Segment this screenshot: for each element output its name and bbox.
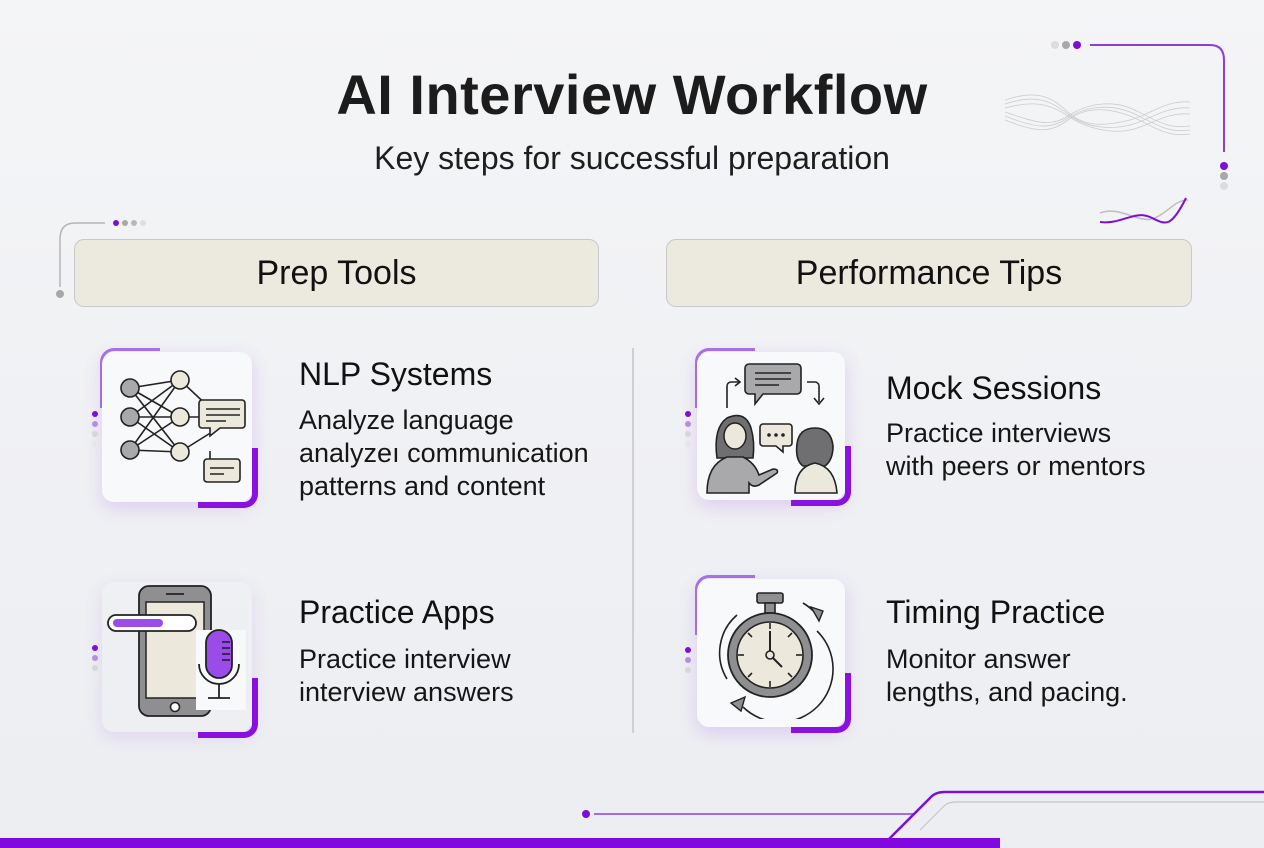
page-subtitle: Key steps for successful preparation: [374, 140, 890, 176]
bottom-accent-bar: [0, 838, 1000, 848]
item-title-practice-apps: Practice Apps: [299, 594, 495, 630]
item-title-mock-sessions: Mock Sessions: [886, 370, 1102, 406]
decorative-bracket-left: [56, 220, 146, 298]
section-header-performance-tips: Performance Tips: [666, 239, 1192, 307]
page-title: AI Interview Workflow: [336, 63, 928, 126]
phone-microphone-icon: [107, 585, 246, 717]
item-description-timing-practice: Monitor answer lengths, and pacing.: [886, 644, 1128, 707]
stopwatch-icon: [718, 592, 834, 719]
item-title-nlp-systems: NLP Systems: [299, 356, 493, 392]
decorative-frame-top-right: [1004, 41, 1228, 224]
conversation-people-icon: [706, 363, 838, 494]
section-header-prep-tools: Prep Tools: [74, 239, 599, 307]
neural-network-chat-icon: [120, 370, 246, 483]
column-divider: [632, 348, 634, 733]
item-description-practice-apps: Practice interview interview answers: [299, 644, 514, 707]
item-title-timing-practice: Timing Practice: [886, 594, 1106, 630]
decorative-bottom-lines: [582, 790, 1264, 848]
item-description-nlp-systems: Analyze language analyzeı communication …: [299, 405, 589, 501]
item-description-mock-sessions: Practice interviews with peers or mentor…: [886, 418, 1146, 481]
